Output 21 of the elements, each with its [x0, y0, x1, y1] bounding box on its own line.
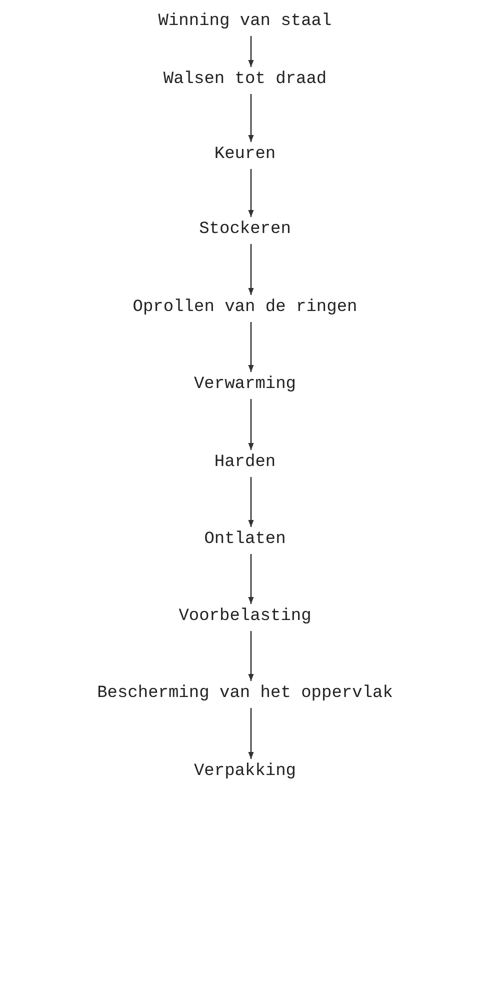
arrow [248, 94, 254, 142]
process-step: Harden [214, 452, 276, 474]
arrow [248, 554, 254, 604]
arrow [248, 169, 254, 217]
arrow [248, 708, 254, 759]
process-step: Verwarming [194, 374, 296, 396]
process-step: Walsen tot draad [163, 69, 327, 91]
arrow [248, 631, 254, 681]
arrow [248, 399, 254, 450]
process-step: Bescherming van het oppervlak [97, 683, 393, 705]
arrow [248, 244, 254, 295]
process-step: Winning van staal [158, 11, 332, 33]
process-step: Stockeren [199, 219, 291, 241]
arrow [248, 477, 254, 527]
process-step: Voorbelasting [178, 606, 312, 628]
process-step: Verpakking [194, 761, 296, 783]
arrow [248, 322, 254, 372]
process-step: Oprollen van de ringen [132, 297, 358, 319]
process-step: Keuren [214, 144, 276, 166]
arrow [248, 36, 254, 67]
process-step: Ontlaten [204, 529, 286, 551]
